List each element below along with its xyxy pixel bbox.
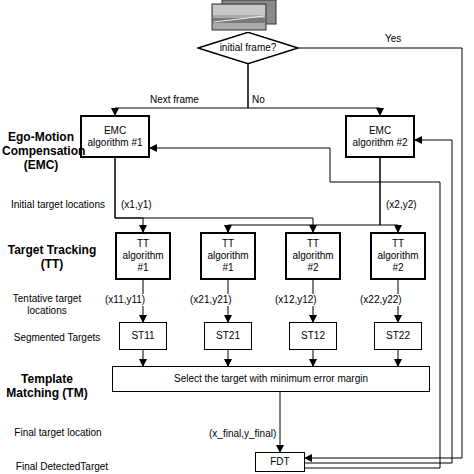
text-stack: TT algorithm #2 (287, 238, 339, 274)
coordinate-label: (x_final,y_final) (208, 428, 277, 440)
flow-arrow (150, 148, 440, 468)
frame-front (212, 4, 266, 30)
text-stack: TT algorithm #1 (202, 238, 254, 274)
text-stack: EMC algorithm #1 (82, 125, 148, 149)
node-text: EMC algorithm #2 (347, 125, 413, 149)
text-stack: TT algorithm #2 (372, 238, 424, 274)
stage-heading: Ego-Motion Compensation (EMC) (2, 130, 80, 172)
node-text: initial frame? (220, 42, 277, 54)
flow-arrow (313, 350, 314, 366)
segment-box: ST22 (374, 322, 422, 350)
process-box: EMC algorithm #1 (80, 115, 150, 158)
text-stack: ST11 (131, 330, 154, 342)
coordinate-label: (x21,y21) (189, 294, 233, 306)
row-label: Final DetectedTarget (2, 461, 122, 473)
flow-arrow (248, 64, 380, 115)
node-text: TT algorithm #2 (372, 238, 424, 274)
node-text: TT algorithm #1 (117, 238, 169, 274)
node-text: ST12 (301, 330, 325, 342)
process-box: TT algorithm #2 (370, 232, 426, 280)
text-stack: ST22 (386, 330, 410, 342)
node-text: ST11 (131, 330, 154, 342)
coordinate-label: (x22,y22) (359, 294, 403, 306)
text-stack: EMC algorithm #2 (347, 125, 413, 149)
segment-box: ST11 (119, 322, 167, 350)
flow-arrow (115, 158, 143, 232)
flow-arrow (380, 158, 398, 232)
node-text: ST21 (216, 330, 240, 342)
flow-arrow (228, 158, 380, 232)
coordinate-label: (x2,y2) (385, 199, 418, 211)
process-box: EMC algorithm #2 (345, 115, 415, 158)
flow-arrow (115, 158, 313, 232)
row-label: Segmented Targets (2, 332, 112, 344)
row-label: Final target location (2, 427, 114, 439)
node-text: ST22 (386, 330, 410, 342)
frame-road (214, 16, 264, 22)
node-text: FDT (270, 456, 289, 468)
text-stack: initial frame? (220, 42, 277, 54)
output-box: FDT (255, 452, 305, 472)
branch-label: Yes (385, 33, 401, 45)
flow-arrow (398, 350, 399, 366)
node-text: Select the target with minimum error mar… (174, 373, 368, 385)
text-stack: TT algorithm #1 (117, 238, 169, 274)
flow-arrow (115, 64, 248, 115)
text-stack: ST21 (216, 330, 240, 342)
row-label: Tentative target locations (2, 293, 92, 317)
branch-label: No (252, 94, 265, 106)
process-box: TT algorithm #1 (115, 232, 171, 280)
video-frames-illustration (0, 0, 474, 32)
flow-arrow (143, 350, 144, 366)
process-box: Select the target with minimum error mar… (112, 366, 430, 392)
text-stack: ST12 (301, 330, 325, 342)
frame-sky (213, 5, 265, 15)
coordinate-label: (x12,y12) (274, 294, 318, 306)
coordinate-label: (x11,y11) (104, 294, 146, 306)
node-text: EMC algorithm #1 (82, 125, 148, 149)
node-text: TT algorithm #2 (287, 238, 339, 274)
segment-box: ST12 (289, 322, 337, 350)
branch-label: Next frame (150, 94, 199, 106)
flow-arrow (280, 392, 281, 452)
coordinate-label: (x1,y1) (120, 199, 153, 211)
process-box: TT algorithm #1 (200, 232, 256, 280)
segment-box: ST21 (204, 322, 252, 350)
decision-diamond: initial frame? (197, 32, 299, 64)
node-text: TT algorithm #1 (202, 238, 254, 274)
flow-arrow (228, 350, 229, 366)
stage-heading: Template Matching (TM) (2, 372, 92, 400)
process-box: TT algorithm #2 (285, 232, 341, 280)
flow-arrow (305, 140, 452, 463)
text-stack: Select the target with minimum error mar… (174, 373, 368, 385)
text-stack: FDT (270, 456, 289, 468)
row-label: Initial target locations (2, 199, 114, 211)
stage-heading: Target Tracking (TT) (2, 243, 102, 271)
